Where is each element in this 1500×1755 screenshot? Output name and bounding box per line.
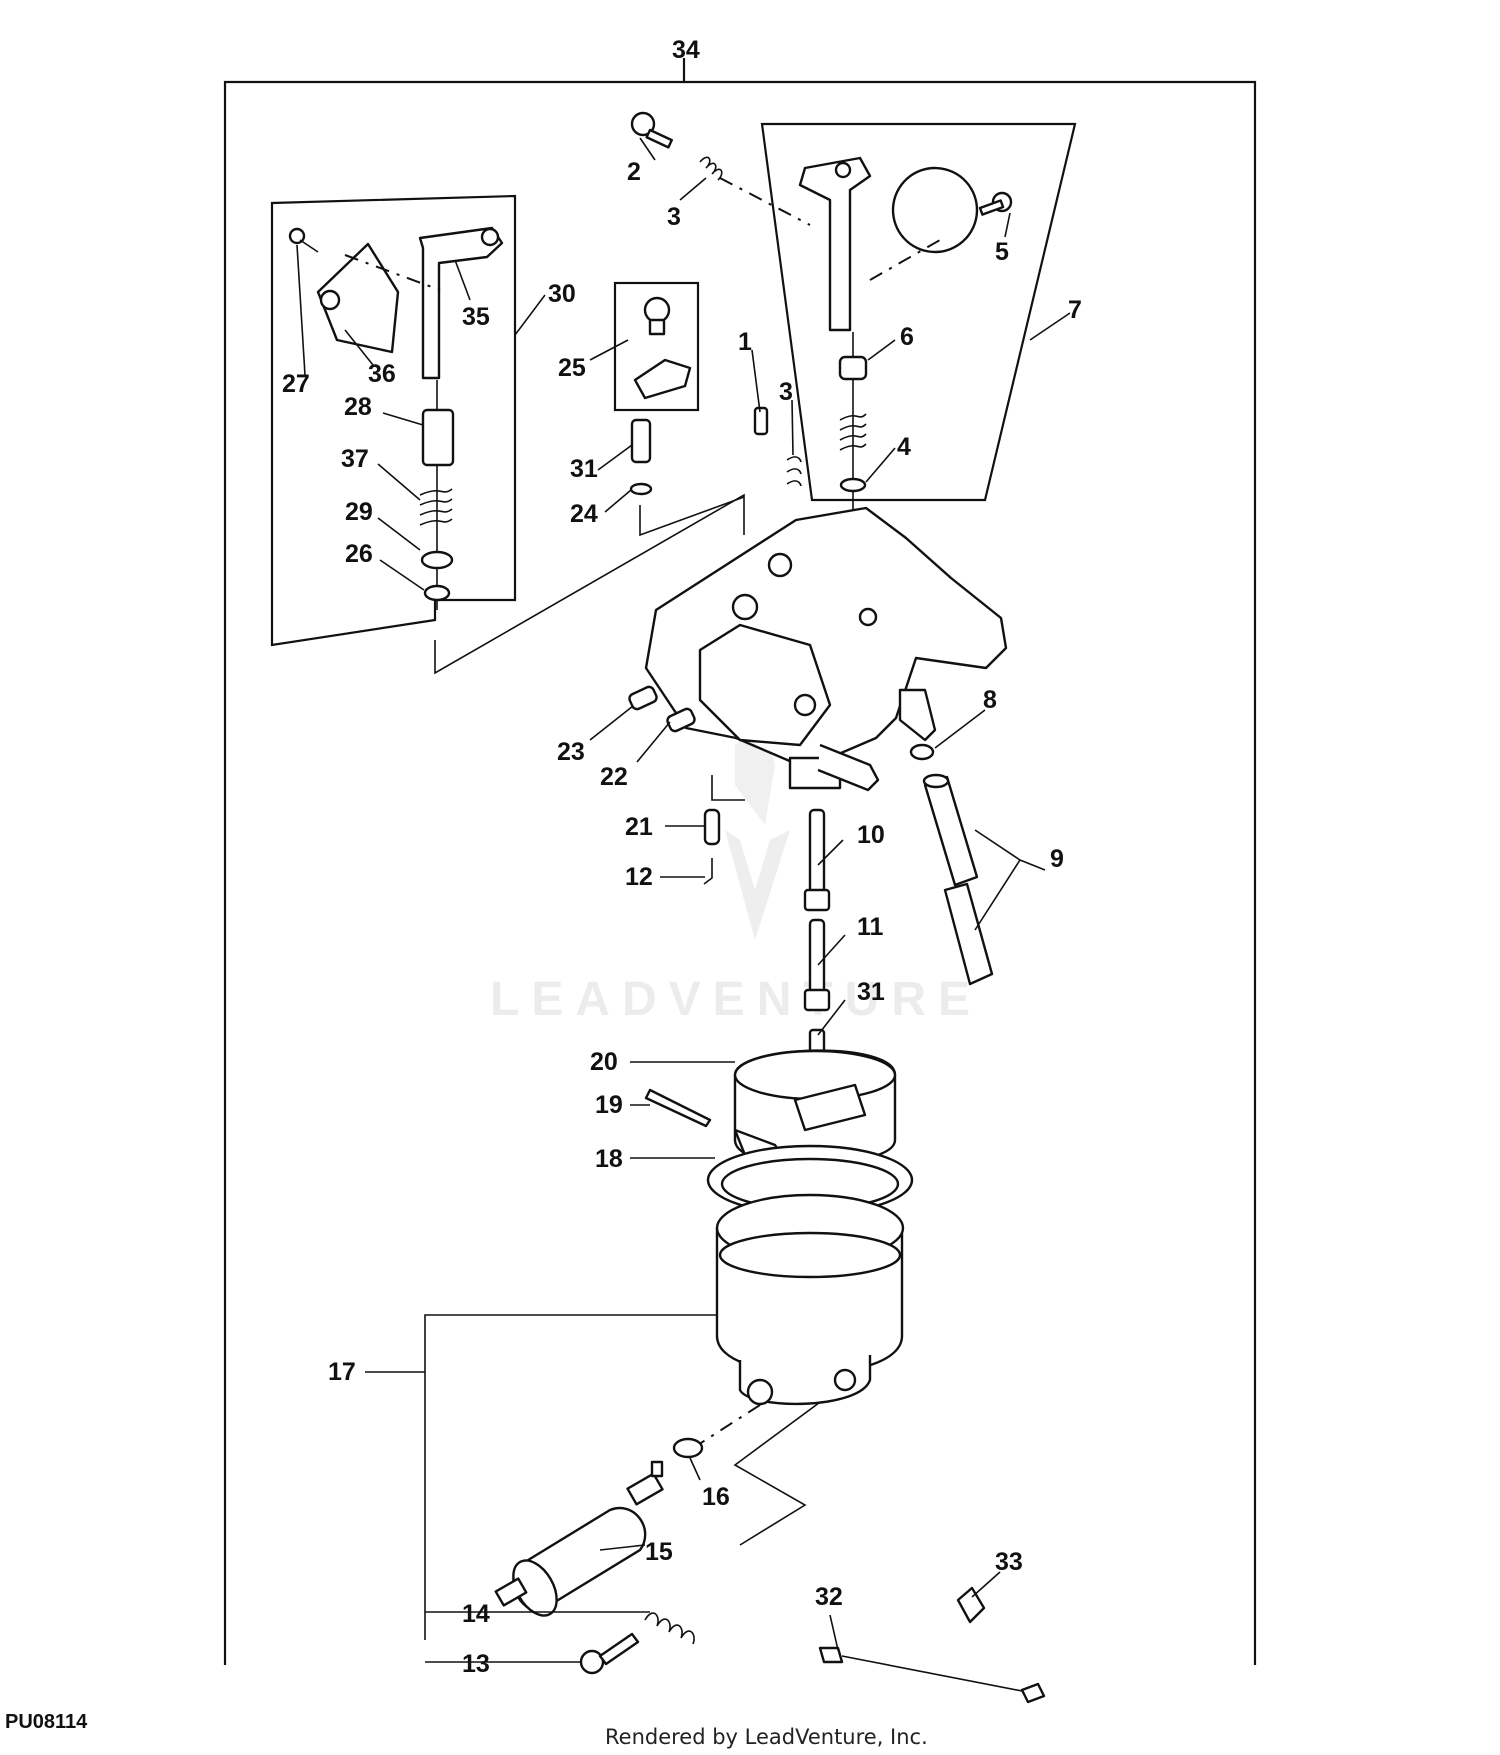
callout-34: 34: [672, 36, 700, 64]
callout-10: 10: [857, 821, 885, 849]
callout-18: 18: [595, 1145, 623, 1173]
callout-16: 16: [702, 1483, 730, 1511]
callout-20: 20: [590, 1048, 618, 1076]
callout-9: 9: [1050, 845, 1064, 873]
throttle-shaft-part: [288, 226, 504, 380]
leader-lines: [296, 137, 1071, 1663]
callout-32: 32: [815, 1583, 843, 1611]
watermark-text: LEADVENTURE: [490, 973, 982, 1026]
throttle-kit-box: [270, 194, 517, 647]
render-credit: Rendered by LeadVenture, Inc.: [605, 1725, 928, 1749]
float-bowl-part: [715, 1193, 905, 1406]
callout-8: 8: [983, 686, 997, 714]
carburetor-body: [644, 506, 1008, 792]
callout-15: 15: [645, 1538, 673, 1566]
callout-3: 3: [667, 203, 681, 231]
callout-12: 12: [625, 863, 653, 891]
callout-14: 14: [462, 1600, 490, 1628]
callout-11: 11: [857, 913, 884, 941]
callout-4: 4: [897, 433, 911, 461]
spring-part: [699, 156, 723, 181]
callout-30: 30: [548, 280, 576, 308]
callout-19: 19: [595, 1091, 623, 1119]
callout-6: 6: [900, 323, 914, 351]
figure-id: PU08114: [5, 1711, 88, 1733]
callout-37: 37: [341, 445, 369, 473]
choke-shaft-part: [798, 156, 1013, 332]
callout-35: 35: [462, 303, 490, 331]
callout-2: 2: [627, 158, 641, 186]
callout-23: 23: [557, 738, 585, 766]
watermark: LEADVENTURE: [490, 725, 982, 1026]
callout-33: 33: [995, 1548, 1023, 1576]
float-part: [733, 1049, 897, 1166]
solenoid-part: [494, 1460, 664, 1617]
callout-36: 36: [368, 360, 396, 388]
choke-kit-box: [760, 122, 1077, 502]
callout-3b: 3: [779, 378, 793, 406]
callout-labels: 34 2 3 5 7 30 35 27 36 25 1 3 6 4 28 37 …: [282, 36, 1082, 1678]
screw-part: [630, 111, 673, 149]
callout-28: 28: [344, 393, 372, 421]
callout-31b: 31: [857, 978, 885, 1006]
callout-13: 13: [462, 1650, 490, 1678]
callout-26: 26: [345, 540, 373, 568]
callout-5: 5: [995, 238, 1009, 266]
callout-25: 25: [558, 354, 586, 382]
callout-27: 27: [282, 370, 310, 398]
callout-17: 17: [328, 1358, 356, 1386]
callout-1: 1: [738, 328, 752, 356]
callout-22: 22: [600, 763, 628, 791]
callout-7: 7: [1068, 296, 1082, 324]
callout-21: 21: [625, 813, 653, 841]
callout-31: 31: [570, 455, 598, 483]
callout-29: 29: [345, 498, 373, 526]
callout-24: 24: [570, 500, 598, 528]
outer-frame: [223, 80, 1257, 1665]
